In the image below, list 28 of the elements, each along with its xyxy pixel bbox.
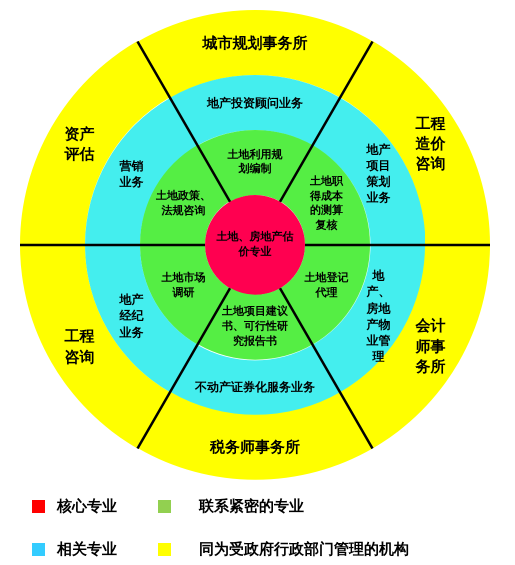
segment-label: 工程咨询 bbox=[64, 326, 96, 366]
segment-label: 土地登记代理 bbox=[303, 271, 350, 302]
segment-label: 土地政策、法规咨询 bbox=[155, 188, 212, 219]
legend-label: 联系紧密的专业 bbox=[199, 497, 304, 516]
legend-label: 同为受政府行政部门管理的机构 bbox=[199, 540, 409, 559]
segment-label: 营销业务 bbox=[118, 158, 145, 190]
segment-label: 税务师事务所 bbox=[208, 437, 301, 458]
segment-label: 城市规划事务所 bbox=[201, 32, 308, 53]
core-circle bbox=[205, 195, 305, 295]
ring-segment bbox=[138, 392, 372, 480]
segment-label: 资产评估 bbox=[63, 123, 96, 164]
segment-label: 土地、房地产估价专业 bbox=[216, 230, 294, 260]
segment-label: 地产项目策划业务 bbox=[365, 141, 392, 206]
segment-label: 工程造价咨询 bbox=[414, 113, 446, 174]
legend-label: 相关专业 bbox=[57, 540, 117, 559]
segment-label: 土地市场调研 bbox=[160, 271, 207, 302]
legend-label: 核心专业 bbox=[57, 497, 117, 516]
ring-segment bbox=[170, 75, 340, 146]
segment-label: 土地项目建议书、可行性研究报告书 bbox=[221, 305, 289, 350]
segment-label: 会计师事务所 bbox=[414, 316, 446, 377]
ring-segment bbox=[198, 288, 312, 360]
segment-label: 地产投资顾问业务 bbox=[206, 94, 304, 111]
segment-label: 地产经纪业务 bbox=[118, 292, 145, 341]
segment-label: 土地利用规划编制 bbox=[226, 148, 284, 178]
segment-label: 土地职得成本的测算复核 bbox=[308, 174, 344, 234]
segment-label: 地产、房地产物业管理 bbox=[365, 268, 392, 365]
segment-label: 不动产证券化服务业务 bbox=[194, 379, 316, 396]
ring-segment bbox=[138, 10, 372, 98]
